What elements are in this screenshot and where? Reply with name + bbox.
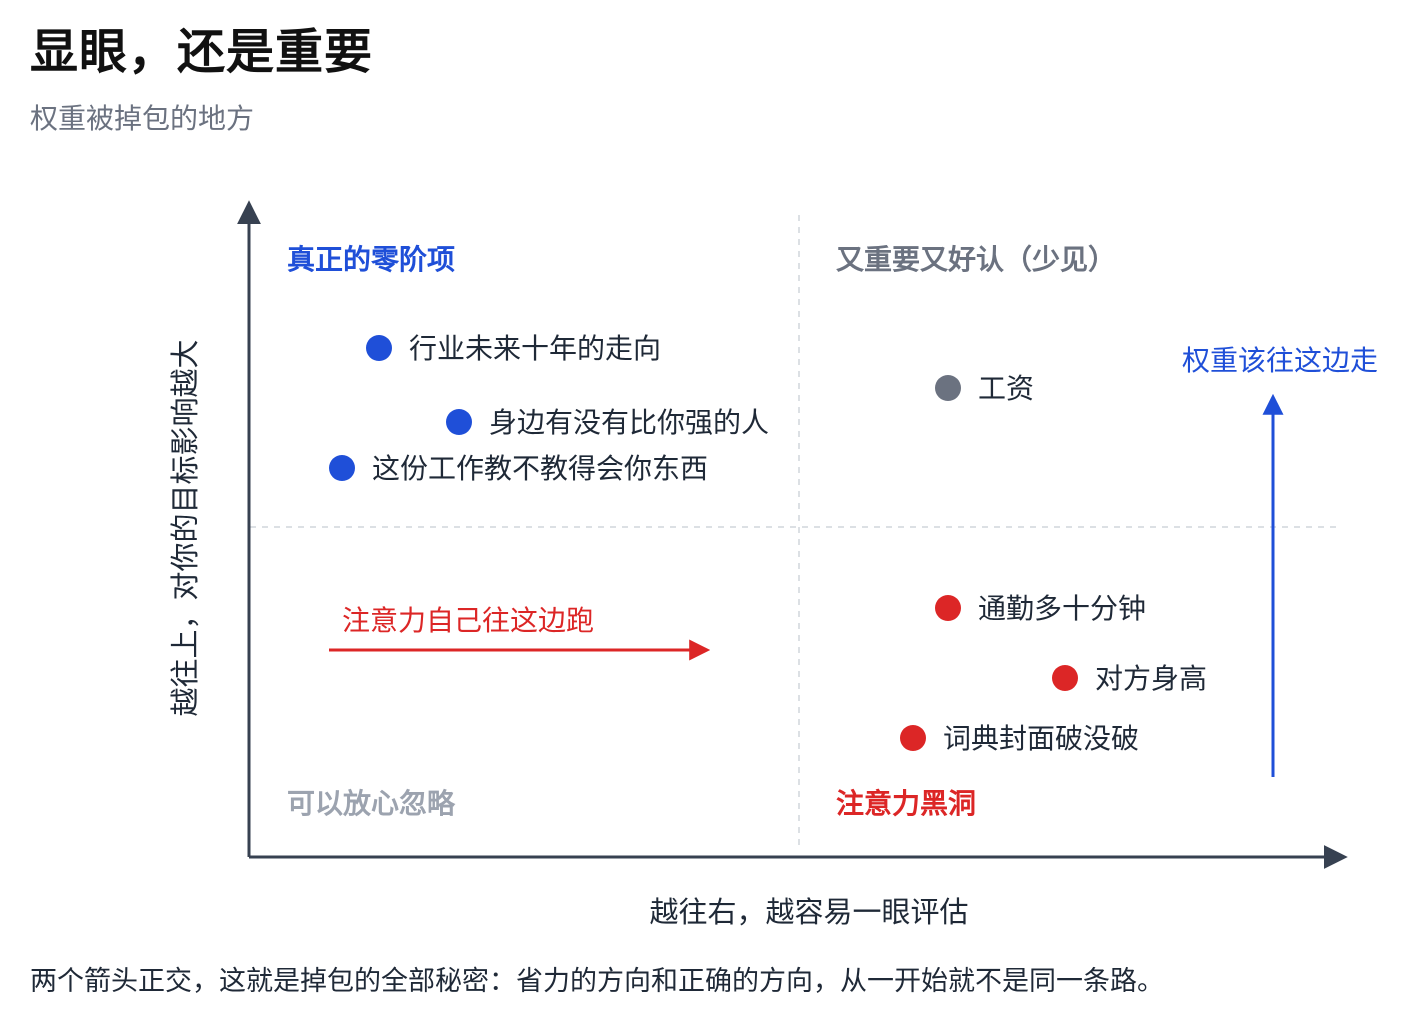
item-dot	[446, 409, 472, 435]
weight-arrow-label: 权重该往这边走	[1182, 344, 1378, 377]
item-height: 对方身高	[1052, 662, 1207, 695]
footer-note: 两个箭头正交，这就是掉包的全部秘密：省力的方向和正确的方向，从一开始就不是同一条…	[30, 966, 1164, 997]
page-title: 显眼，还是重要	[30, 24, 374, 80]
attention-arrow-label: 注意力自己往这边跑	[342, 604, 594, 637]
item-dot	[935, 375, 961, 401]
quadrant-label-bottom-right: 注意力黑洞	[836, 787, 976, 820]
x-axis-label: 越往右，越容易一眼评估	[649, 895, 968, 929]
item-label: 对方身高	[1095, 662, 1207, 695]
item-dictionary-cover: 词典封面破没破	[900, 722, 1139, 755]
item-stronger-peers: 身边有没有比你强的人	[446, 406, 769, 439]
item-dot	[329, 455, 355, 481]
item-commute: 通勤多十分钟	[935, 592, 1146, 625]
y-axis-label: 越往上，对你的目标影响越大	[168, 339, 202, 716]
item-industry-future: 行业未来十年的走向	[366, 332, 661, 365]
item-salary: 工资	[935, 372, 1034, 405]
item-label: 这份工作教不教得会你东西	[372, 452, 708, 485]
quadrant-label-top-right: 又重要又好认（少见）	[836, 243, 1116, 276]
item-dot	[900, 725, 926, 751]
quadrant-label-bottom-left: 可以放心忽略	[287, 787, 456, 820]
item-label: 工资	[978, 372, 1034, 405]
item-label: 身边有没有比你强的人	[489, 406, 769, 439]
item-label: 行业未来十年的走向	[409, 332, 661, 365]
item-label: 通勤多十分钟	[978, 592, 1146, 625]
item-dot	[1052, 665, 1078, 691]
item-dot	[935, 595, 961, 621]
item-learning: 这份工作教不教得会你东西	[329, 452, 708, 485]
page-subtitle: 权重被掉包的地方	[30, 102, 255, 135]
item-dot	[366, 335, 392, 361]
item-label: 词典封面破没破	[943, 722, 1139, 755]
quadrant-label-top-left: 真正的零阶项	[287, 243, 455, 276]
